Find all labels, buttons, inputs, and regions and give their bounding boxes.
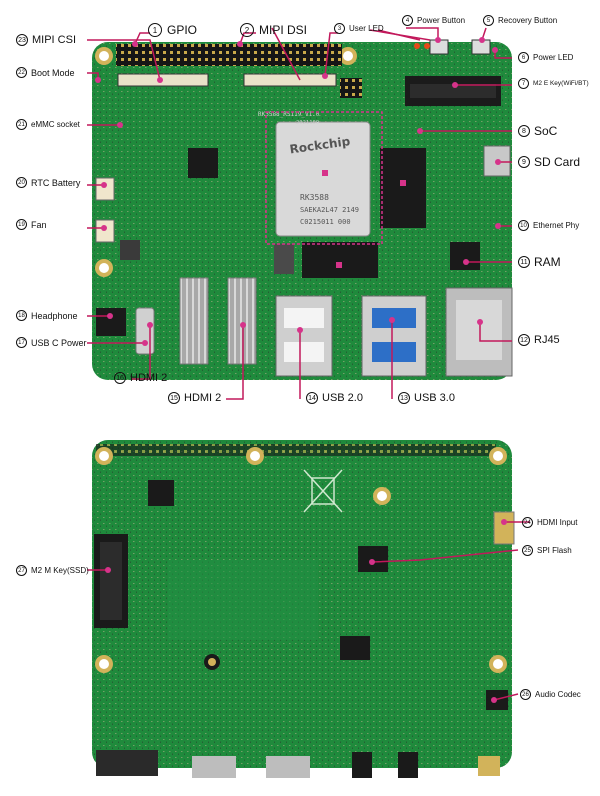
board-id: RK3588_RS119_V1.0 (258, 111, 320, 118)
top-board: Rockchip RK3588 SAEKA2L47 2149 C0215011 … (92, 39, 513, 380)
board-date: 2021109 (296, 120, 319, 126)
chip (380, 148, 426, 228)
ethernet-phy-chip (450, 242, 480, 270)
soc-highlight (265, 111, 383, 245)
pin-header-small (340, 78, 362, 98)
hdmi-port (179, 277, 209, 365)
bottom-board (92, 440, 515, 778)
ram-chip (302, 242, 378, 278)
chip (188, 148, 218, 178)
leader-lines (87, 27, 530, 701)
chip-line2: SAEKA2L47 2149 (300, 206, 359, 214)
chip (120, 240, 140, 260)
weee-mark (303, 469, 343, 513)
spi-flash-chip (358, 546, 388, 572)
chip (148, 480, 174, 506)
gpio-header (116, 44, 342, 66)
hdmi-port (227, 277, 257, 365)
leader-targets (95, 37, 507, 703)
chip-model: RK3588 (300, 193, 329, 202)
mipi-dsi-connector (243, 73, 337, 87)
headphone-jack (96, 308, 126, 336)
chip-line3: C0215011 000 (300, 218, 351, 226)
chip (274, 244, 294, 274)
chip (340, 636, 370, 660)
usb-c-connector (135, 307, 155, 355)
hdmi-input-connector (493, 511, 515, 545)
soc-chip (275, 121, 371, 237)
